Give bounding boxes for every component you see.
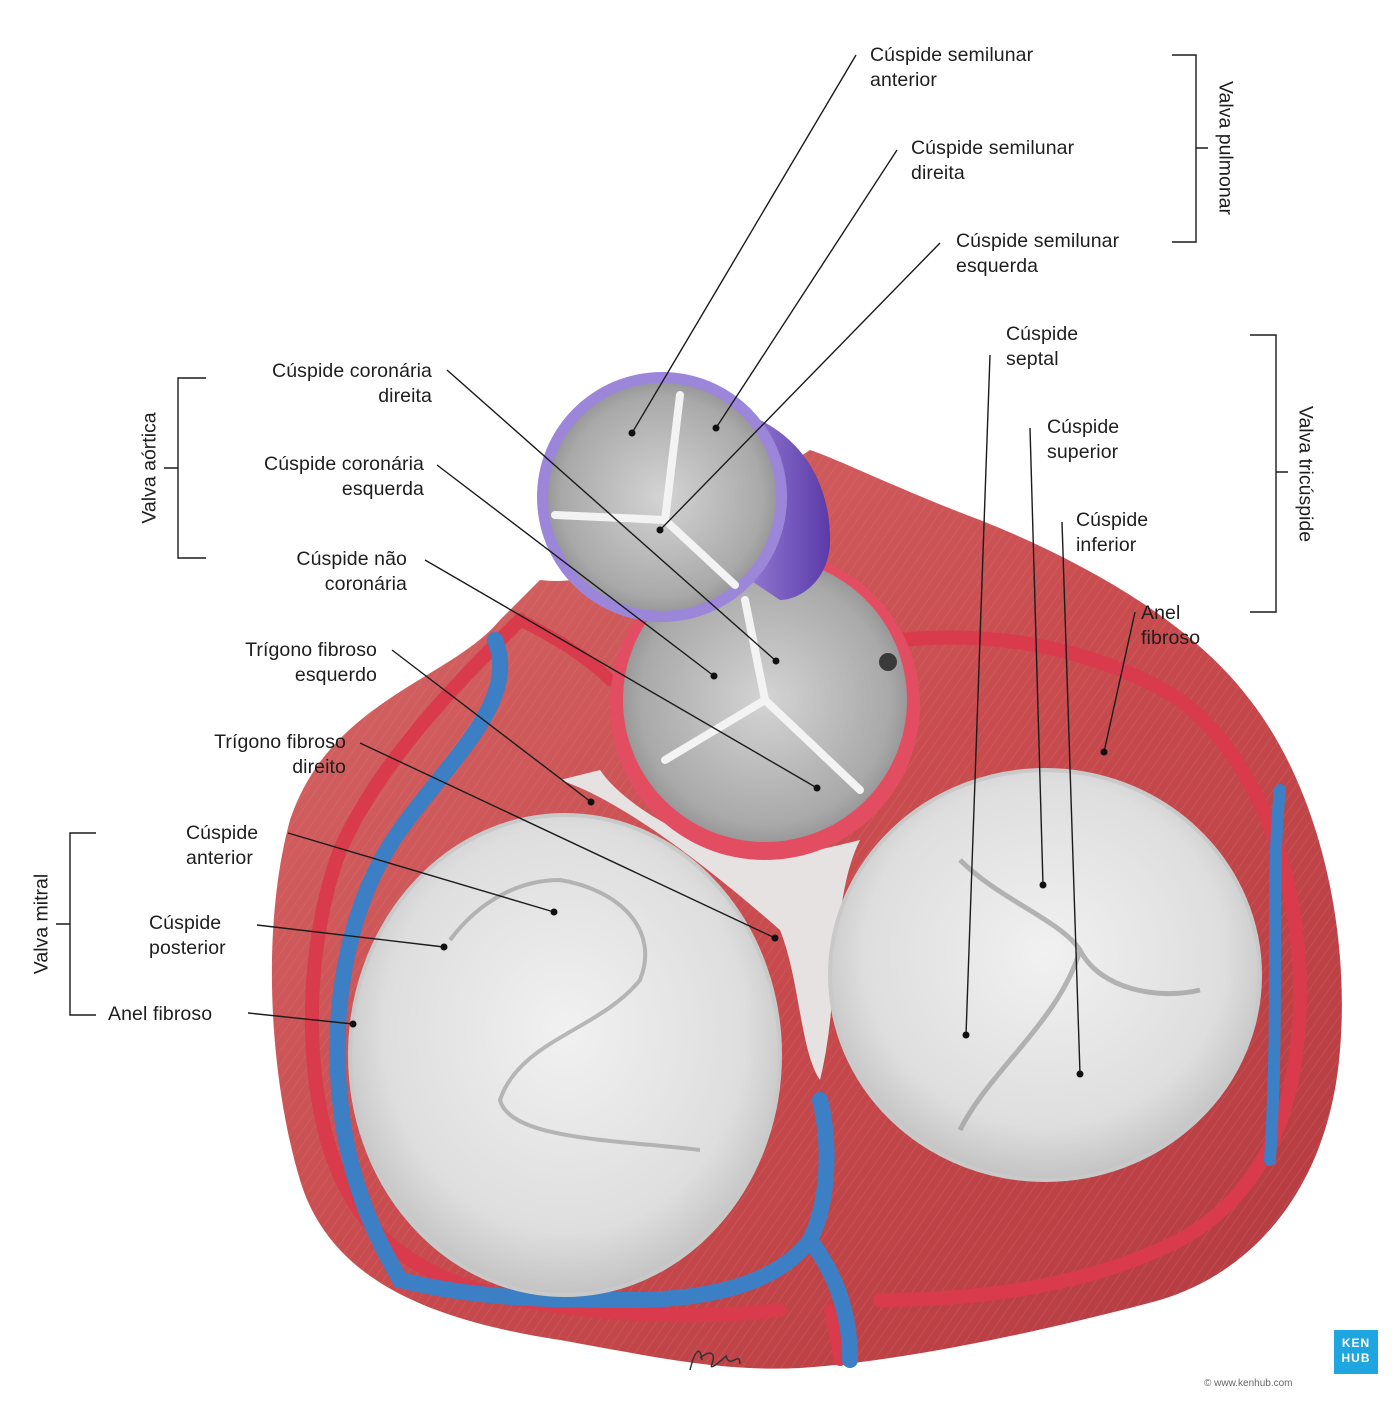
- aortic-commissures: [661, 596, 864, 794]
- pulmonary-valve: [548, 383, 776, 611]
- group-label-pulmonary-valve: Valva pulmonar: [1214, 80, 1237, 216]
- coronary-artery: [304, 613, 1308, 1323]
- mitral-commissure: [448, 877, 701, 1152]
- label-mitral-fibrous-ring: Anel fibroso: [108, 1003, 213, 1025]
- leader-lines: [247, 54, 1136, 1075]
- leader-dots: [349, 424, 1108, 1078]
- tricuspid-commissure: [957, 858, 1201, 1132]
- mitral-valve: [348, 813, 782, 1297]
- group-label-tricuspid-valve: Valva tricúspide: [1294, 405, 1317, 543]
- tricuspid-valve: [828, 768, 1262, 1182]
- fibrous-skeleton: [560, 770, 860, 1080]
- group-label-aortic-valve: Valva aórtica: [138, 412, 161, 524]
- group-label-mitral-valve: Valva mitral: [30, 873, 53, 975]
- copyright-text: © www.kenhub.com: [1204, 1378, 1293, 1389]
- coronary-vein: [329, 632, 835, 1309]
- group-brackets: [56, 54, 1288, 1016]
- pulmonary-commissures: [551, 391, 739, 589]
- artist-signature: [689, 1350, 741, 1371]
